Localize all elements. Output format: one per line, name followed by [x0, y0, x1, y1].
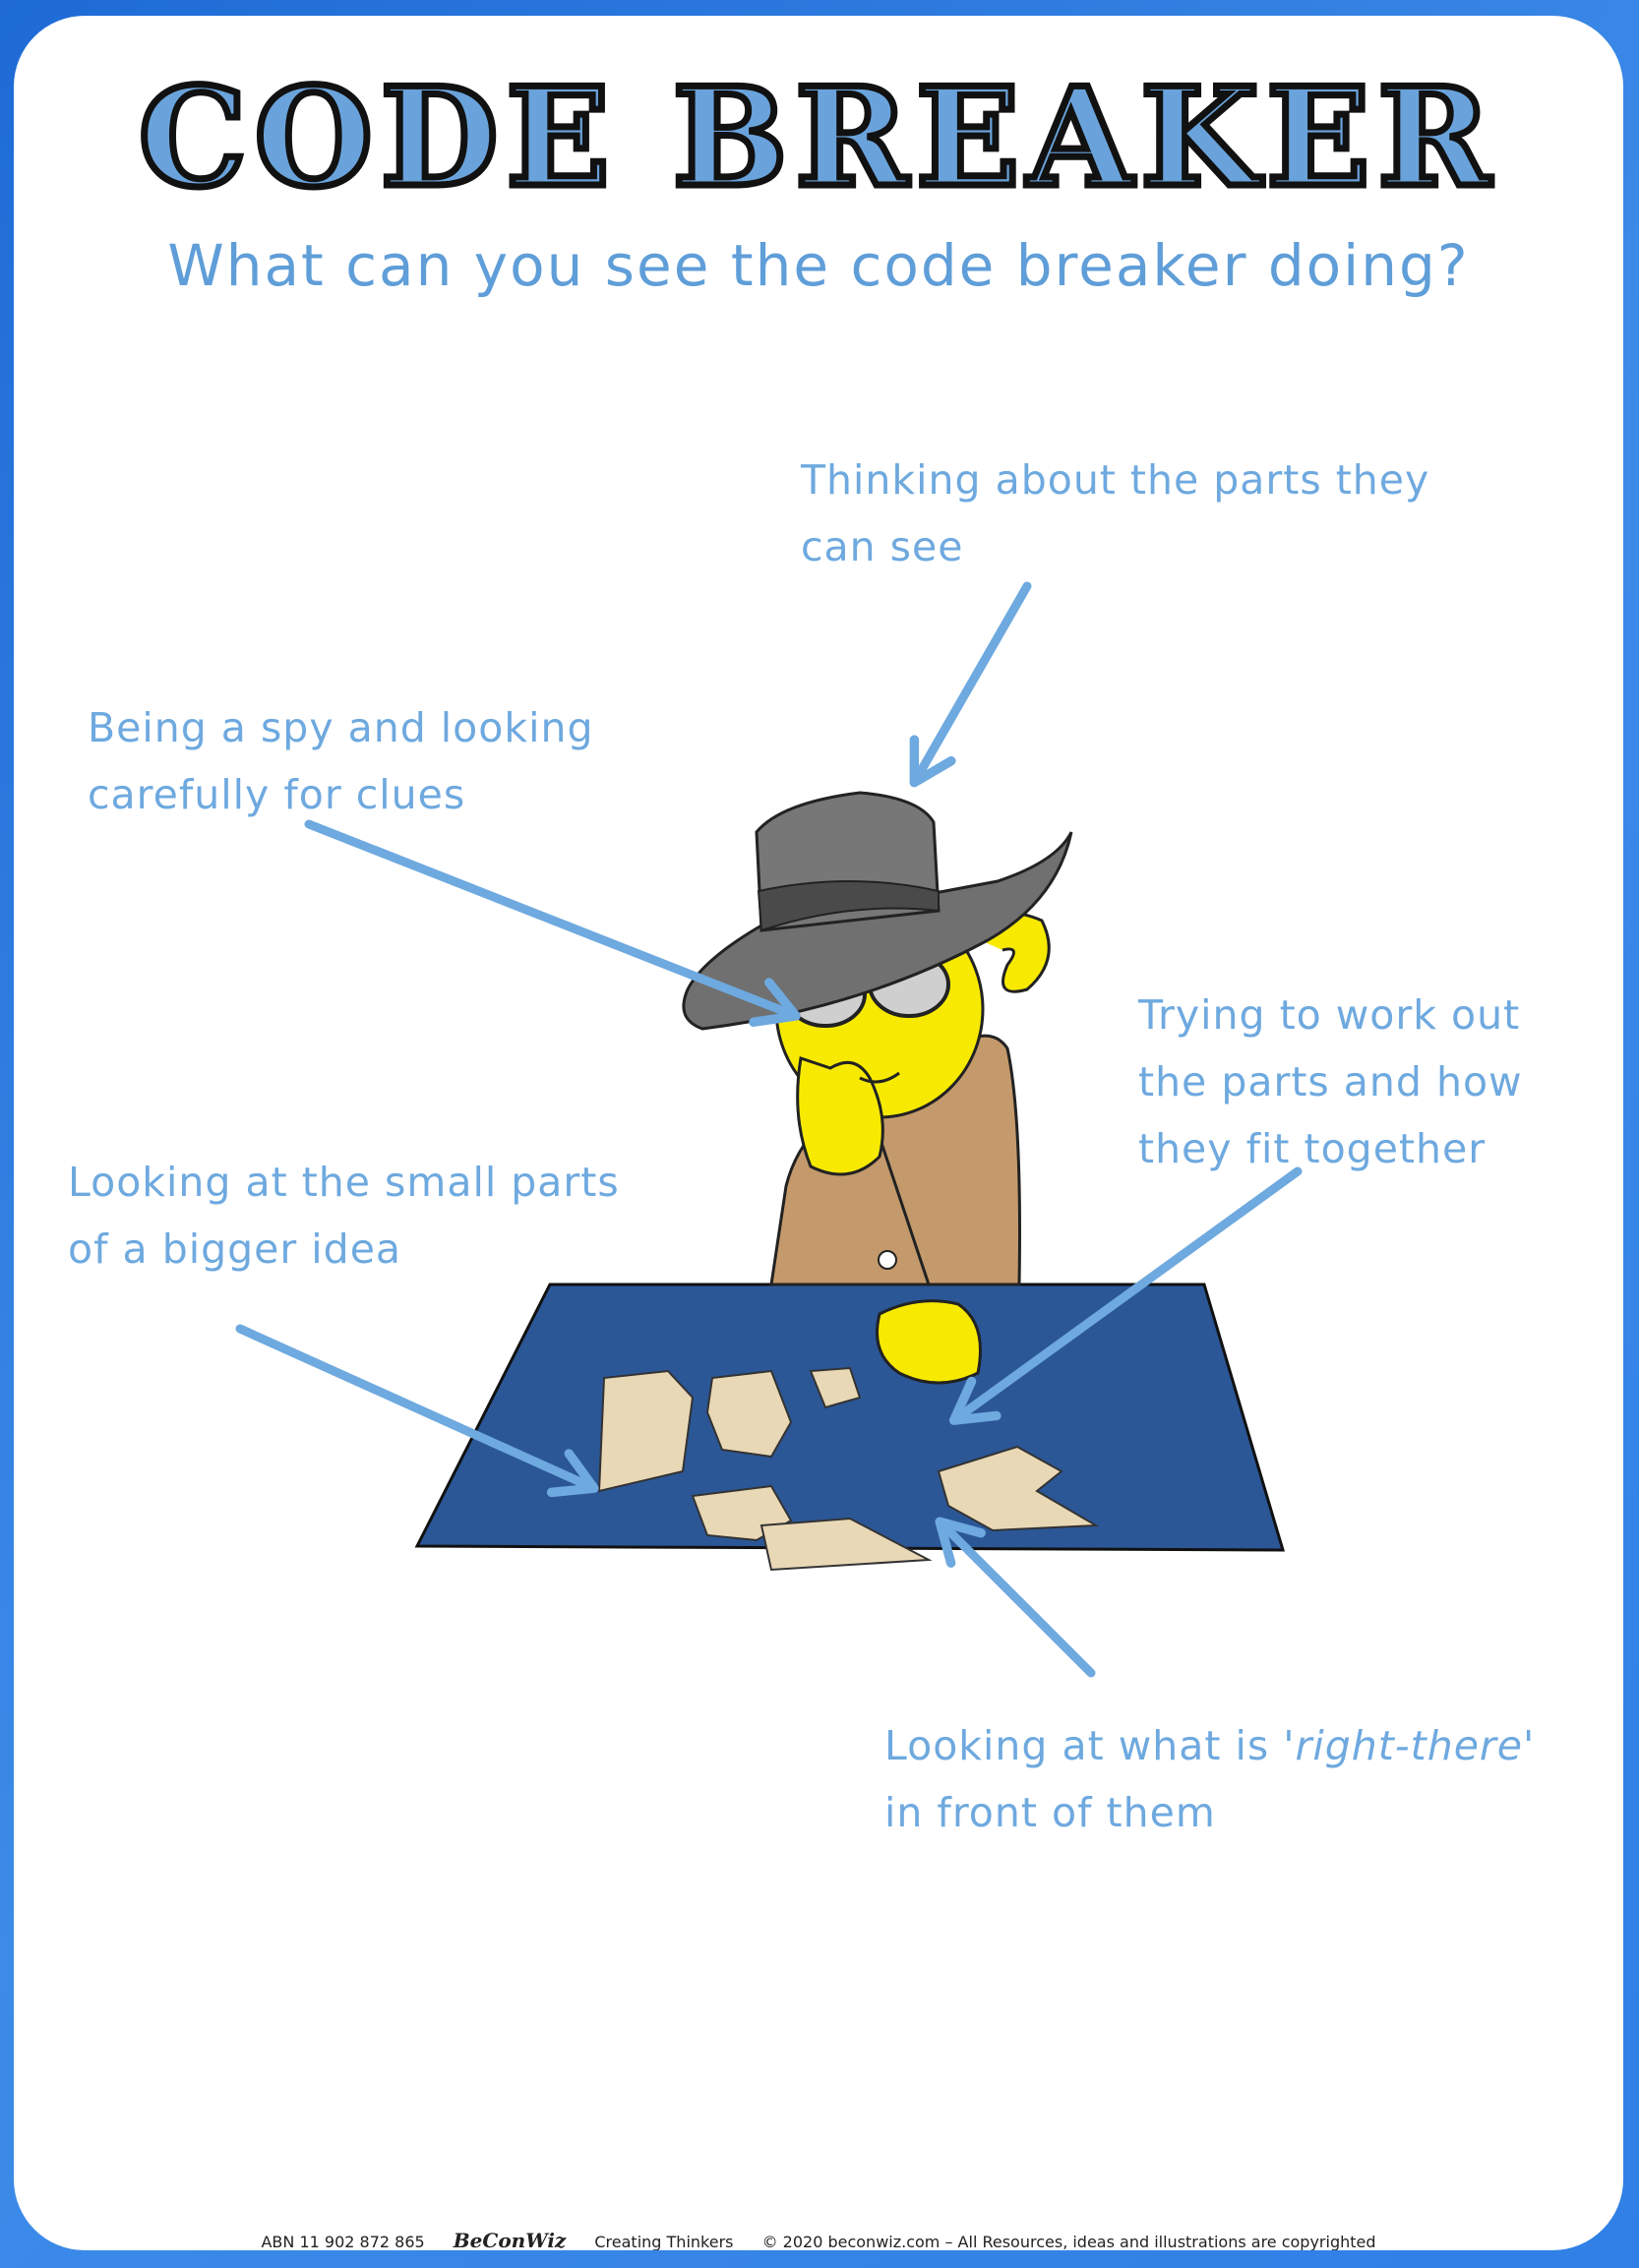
footer-copyright: © 2020 beconwiz.com – All Resources, ide…: [761, 2233, 1376, 2250]
arrow-spy: [304, 819, 801, 1027]
footer: ABN 11 902 872 865 BeConWiz Creating Thi…: [14, 2229, 1623, 2250]
label-trying-line3: they fit together: [1138, 1125, 1487, 1172]
label-spy: Being a spy and looking carefully for cl…: [88, 694, 594, 828]
label-right-there-line2: in front of them: [884, 1789, 1216, 1836]
table: [414, 1283, 1286, 1552]
page-title: CODE BREAKER: [135, 57, 1499, 217]
label-small-parts-line1: Looking at the small parts: [68, 1159, 620, 1206]
label-thinking: Thinking about the parts they can see: [801, 447, 1429, 580]
label-thinking-line1: Thinking about the parts they: [801, 456, 1430, 504]
label-spy-line1: Being a spy and looking: [88, 704, 594, 751]
label-trying-line2: the parts and how: [1138, 1058, 1523, 1105]
label-right-there-pre: Looking at what is: [884, 1722, 1284, 1769]
label-small-parts: Looking at the small parts of a bigger i…: [68, 1149, 620, 1283]
code-breaker-illustration: [235, 581, 1303, 1678]
page-subtitle: What can you see the code breaker doing?: [167, 232, 1470, 299]
label-trying: Trying to work out the parts and how the…: [1138, 982, 1523, 1182]
poster-card: CODE BREAKER What can you see the code b…: [14, 16, 1623, 2250]
footer-brand-logo: BeConWiz: [453, 2229, 567, 2250]
label-right-there-em: 'right-there': [1283, 1722, 1536, 1769]
arrow-right-there: [935, 1517, 1096, 1678]
label-small-parts-line2: of a bigger idea: [68, 1225, 402, 1273]
arrow-trying: [948, 1166, 1303, 1425]
label-right-there: Looking at what is 'right-there' in fron…: [884, 1712, 1535, 1846]
footer-tagline: Creating Thinkers: [594, 2233, 734, 2250]
arrow-thinking: [909, 581, 1032, 788]
label-thinking-line2: can see: [801, 523, 964, 570]
paper-pieces: [597, 1366, 1100, 1572]
footer-abn: ABN 11 902 872 865: [261, 2233, 425, 2250]
arrow-small-parts: [235, 1324, 599, 1498]
label-trying-line1: Trying to work out: [1138, 991, 1521, 1039]
label-spy-line2: carefully for clues: [88, 771, 466, 818]
label-right-there-line1: Looking at what is 'right-there': [884, 1712, 1535, 1779]
